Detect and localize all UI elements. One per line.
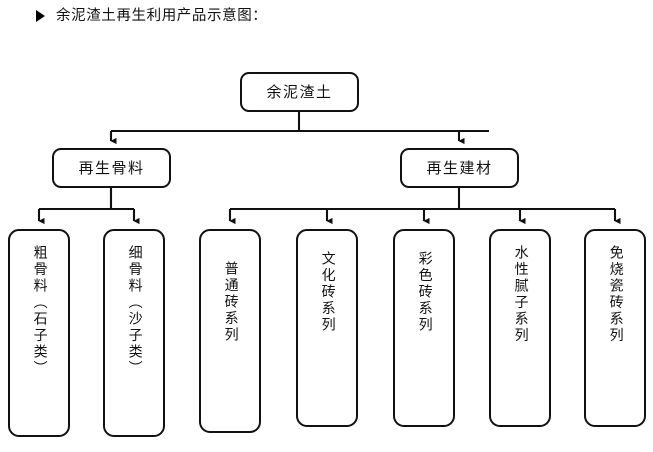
bullet-triangle-icon bbox=[36, 10, 45, 23]
node-unfired-ceramic-tile[interactable]: 免烧瓷砖系列 bbox=[584, 229, 646, 427]
node-color-brick-label: 彩色砖系列 bbox=[416, 251, 433, 334]
node-fine-aggregate-label: 细骨料（沙子类） bbox=[126, 245, 143, 377]
page-title-text: 余泥渣土再生利用产品示意图： bbox=[56, 8, 268, 24]
node-unfired-ceramic-tile-label: 免烧瓷砖系列 bbox=[607, 245, 624, 344]
node-waterborne-putty[interactable]: 水性腻子系列 bbox=[489, 229, 551, 427]
node-culture-brick[interactable]: 文化砖系列 bbox=[296, 229, 358, 427]
node-root-label: 余泥渣土 bbox=[266, 82, 333, 101]
node-recycled-building-material-label: 再生建材 bbox=[426, 158, 493, 177]
page-title: 余泥渣土再生利用产品示意图： bbox=[36, 9, 267, 24]
node-culture-brick-label: 文化砖系列 bbox=[319, 251, 336, 334]
node-recycled-aggregate-label: 再生骨料 bbox=[78, 158, 145, 177]
node-coarse-aggregate[interactable]: 粗骨料（石子类） bbox=[8, 229, 70, 437]
node-common-brick-label: 普通砖系列 bbox=[222, 261, 239, 344]
node-fine-aggregate[interactable]: 细骨料（沙子类） bbox=[103, 229, 165, 437]
node-waterborne-putty-label: 水性腻子系列 bbox=[512, 245, 529, 344]
node-recycled-aggregate[interactable]: 再生骨料 bbox=[52, 148, 171, 188]
node-common-brick[interactable]: 普通砖系列 bbox=[199, 229, 261, 433]
node-root[interactable]: 余泥渣土 bbox=[240, 72, 359, 112]
node-color-brick[interactable]: 彩色砖系列 bbox=[393, 229, 455, 427]
node-recycled-building-material[interactable]: 再生建材 bbox=[400, 148, 519, 188]
node-coarse-aggregate-label: 粗骨料（石子类） bbox=[31, 245, 48, 377]
